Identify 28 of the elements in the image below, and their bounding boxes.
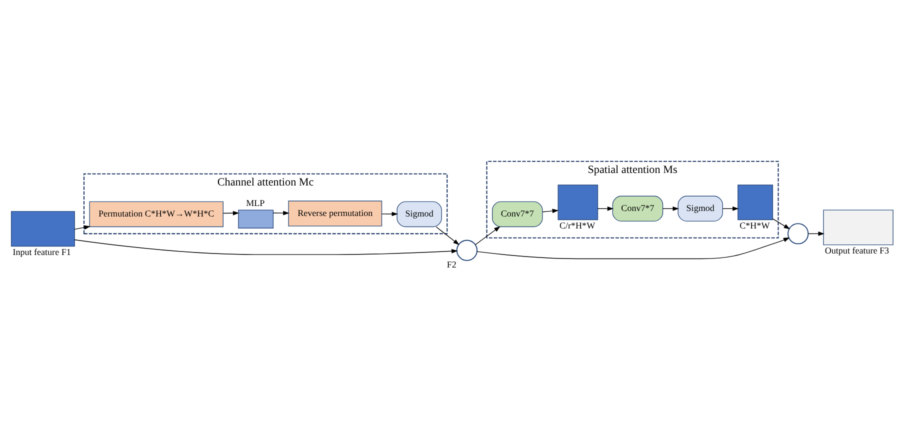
- node-label: F2: [446, 260, 456, 270]
- arrow: [74, 239, 458, 255]
- node-circle: [456, 240, 478, 261]
- node-box: Conv7*7: [492, 201, 543, 228]
- node-box: Sigmod: [678, 196, 723, 222]
- arrow: [597, 206, 614, 211]
- node-circle: [787, 223, 809, 244]
- arrow: [272, 210, 290, 216]
- arrow: [808, 232, 824, 236]
- node-label: Output feature F3: [824, 245, 890, 256]
- arrow: [722, 206, 739, 211]
- node-label: C/r*H*W: [559, 220, 596, 230]
- arrow: [74, 225, 90, 230]
- node-box: Reverse permutation: [288, 200, 382, 226]
- arrow: [542, 208, 559, 214]
- arrow: [476, 237, 790, 260]
- arrow: [436, 226, 460, 246]
- arrow: [772, 218, 790, 230]
- arrow: [222, 210, 240, 216]
- node-label: MLP: [246, 198, 265, 208]
- node-box: Permutation C*H*W→W*H*C: [89, 201, 224, 228]
- node-label: C*H*W: [740, 220, 770, 230]
- arrow: [381, 212, 398, 216]
- arrow: [474, 226, 500, 246]
- node-box: Sigmod: [396, 201, 442, 228]
- node-box: Conv7*7: [612, 196, 664, 222]
- node-label: Input feature F1: [12, 246, 71, 257]
- arrow: [662, 206, 679, 211]
